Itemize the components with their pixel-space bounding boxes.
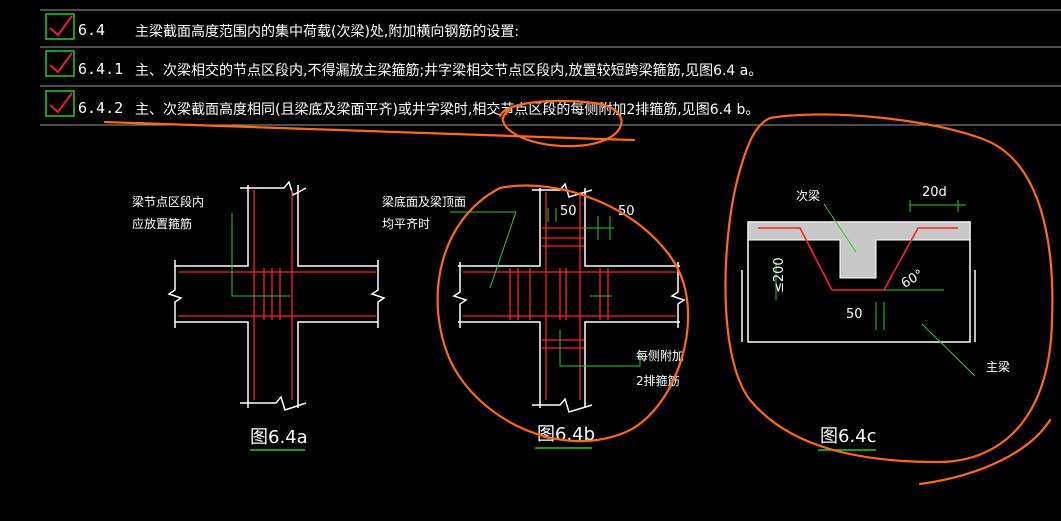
underline-stroke — [103, 120, 636, 142]
checkbox[interactable] — [45, 90, 75, 117]
checkmark-icon — [49, 52, 73, 74]
clause-number: 6.4 — [78, 21, 105, 39]
dimension-label: ≤200 — [772, 257, 787, 293]
label-secondary-beam: 次梁 — [796, 188, 820, 203]
note-label: 应放置箍筋 — [132, 216, 192, 231]
handwritten-markup — [103, 99, 1054, 486]
angle-label: 60° — [899, 267, 926, 292]
checkbox[interactable] — [45, 13, 75, 40]
note-label: 梁节点区段内 — [132, 194, 204, 209]
clause-text: 主、次梁截面高度相同(且梁底及梁面平齐)或井字梁时,相交节点区段的每侧附加2排箍… — [135, 101, 759, 118]
dimension-label: 50 — [846, 307, 863, 322]
clause-text: 主、次梁相交的节点区段内,不得漏放主梁箍筋;井字梁相交节点区段内,放置较短跨梁箍… — [135, 62, 762, 79]
circle-stroke — [498, 99, 623, 148]
note-label: 2排箍筋 — [636, 373, 680, 388]
dimension-label: 20d — [922, 185, 947, 200]
leader-line — [231, 213, 290, 297]
figure-caption: 图6.4a — [250, 427, 308, 448]
checkbox[interactable] — [45, 50, 75, 77]
leader-line — [775, 200, 976, 377]
figure-6-4c: 次梁 20d ≤200 60° 50 主梁 图6.4c — [741, 185, 1010, 451]
figure-6-4a: 梁节点区段内 应放置箍筋 图6.4a — [132, 180, 386, 451]
figure-caption: 图6.4b — [537, 424, 595, 445]
note-label: 均平齐时 — [382, 216, 430, 231]
label-main-beam: 主梁 — [986, 359, 1010, 374]
bent-bar — [758, 227, 958, 291]
note-label: 梁底面及梁顶面 — [382, 194, 466, 209]
rebar — [178, 190, 376, 400]
dimension-label: 50 — [560, 204, 577, 219]
clause-number: 6.4.1 — [78, 60, 123, 78]
clause-number: 6.4.2 — [78, 99, 123, 117]
circle-stroke — [436, 184, 690, 443]
dimension-label: 50 — [618, 204, 635, 219]
figure-6-4b: 50 50 梁底面及梁顶面 均平齐时 每侧附加 2排箍筋 图6.4b — [382, 182, 686, 449]
tail-stroke — [918, 418, 1052, 486]
note-label: 每侧附加 — [636, 348, 684, 363]
checkmark-icon — [49, 92, 73, 114]
dimension-lines — [450, 208, 641, 367]
clause-text: 主梁截面高度范围内的集中荷载(次梁)处,附加横向钢筋的设置: — [135, 23, 519, 40]
cross-outline — [452, 182, 686, 413]
figure-caption: 图6.4c — [820, 426, 877, 447]
cross-outline — [167, 180, 386, 411]
circle-stroke — [724, 113, 1054, 464]
checkmark-icon — [49, 15, 73, 37]
rebar — [463, 192, 676, 400]
